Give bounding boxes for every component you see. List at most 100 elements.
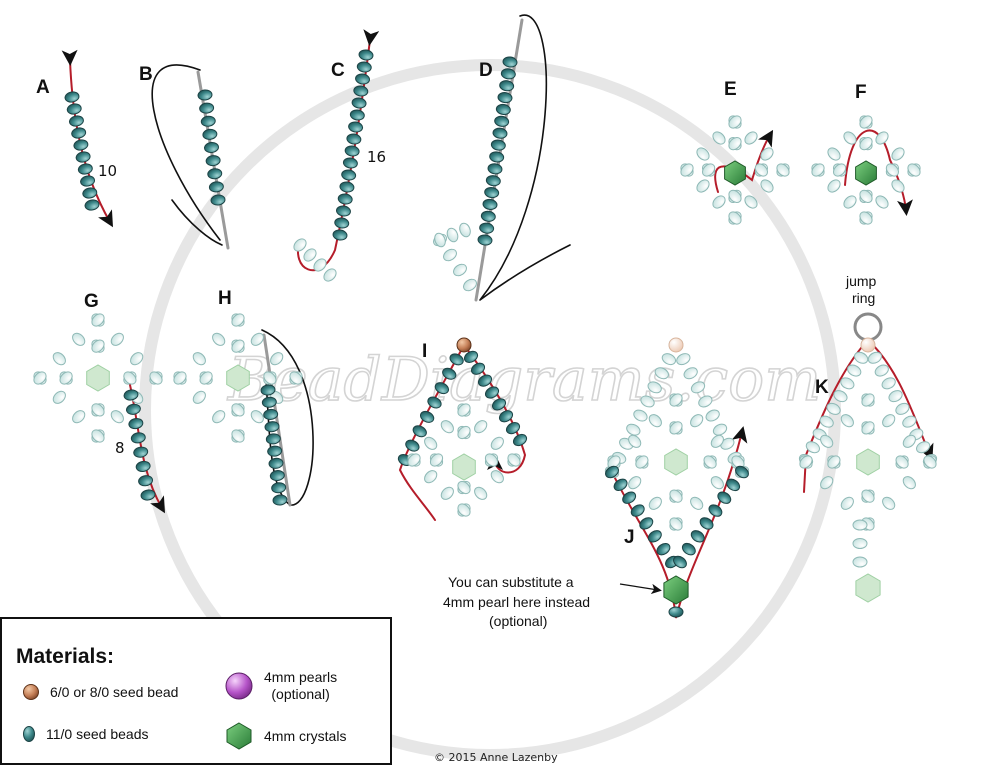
seed-bead-11 (512, 433, 528, 447)
seed-bead-11 (130, 432, 146, 444)
seed-bead-11 (267, 445, 283, 457)
seed-bead-11-light (902, 476, 916, 490)
seed-bead-11-light (457, 480, 471, 495)
seed-bead-11-light (323, 268, 337, 282)
seed-bead-11 (342, 157, 358, 169)
seed-bead-11 (205, 155, 221, 167)
crystal-faded (86, 364, 110, 392)
step-label-c: C (331, 60, 345, 81)
seed-bead-11-light (669, 517, 683, 531)
seed-bead-11-light (881, 377, 896, 390)
seed-bead-11-light (446, 227, 459, 243)
seed-bead-11 (75, 151, 91, 163)
seed-bead-11 (353, 85, 369, 97)
seed-bead-11 (419, 410, 435, 423)
seed-bead-11 (480, 210, 496, 222)
seed-bead-11-light (453, 263, 467, 277)
svg-text:You can substitute a: You can substitute a (448, 574, 574, 590)
step-label-i: I (422, 341, 427, 362)
seed-bead-11-light (840, 377, 855, 390)
seed-bead-11 (346, 133, 362, 145)
seed-bead-11 (202, 128, 218, 140)
seed-bead-11 (263, 408, 279, 420)
seed-bead-11-light (680, 163, 694, 177)
seed-bead-11 (498, 410, 514, 423)
seed-bead-11-light (888, 390, 903, 403)
count-label-a: 10 (98, 162, 117, 180)
seed-bead-11-light (840, 496, 854, 510)
material-label: 4mm crystals (264, 727, 347, 744)
seed-bead-11 (699, 517, 714, 530)
seed-bead-11-light (440, 486, 454, 500)
seed-bead-11-light (843, 195, 857, 209)
materials-legend: Materials: 6/0 or 8/0 seed bead 11/0 see… (0, 617, 392, 765)
green-crystal-icon (226, 722, 252, 750)
seed-bead-11-light (861, 393, 875, 407)
seed-bead-11-light (484, 453, 499, 467)
seed-bead-11 (140, 489, 156, 501)
seed-bead-11 (495, 103, 511, 116)
seed-bead-11-light (847, 364, 862, 377)
materials-title: Materials: (16, 645, 115, 668)
seed-bead-11 (332, 229, 348, 241)
seed-bead-11-light (710, 476, 724, 490)
step-label-e: E (724, 79, 737, 100)
seed-bead-11-light (698, 395, 713, 408)
seed-bead-11 (82, 187, 98, 199)
seed-bead-11-light (628, 434, 642, 448)
material-item: 4mm crystals (224, 721, 346, 751)
seed-bead-11 (434, 382, 450, 395)
seed-bead-11-light (263, 371, 277, 385)
seed-bead-11-light (91, 339, 105, 353)
seed-bead-11 (673, 555, 687, 569)
seed-bead-11-light (626, 423, 641, 436)
seed-bead-11 (210, 194, 226, 206)
seed-bead-11 (260, 384, 276, 396)
seed-bead-11-light (805, 441, 820, 454)
seed-bead-11 (484, 386, 500, 399)
seed-bead-11 (502, 56, 518, 68)
seed-bead-11-light (91, 403, 105, 417)
seed-bead-11-light (859, 137, 873, 151)
seed-bead-11 (500, 68, 516, 80)
teal-seed-bead-icon (23, 726, 35, 742)
seed-bead-11 (639, 517, 654, 530)
seed-bead-11-light (72, 332, 86, 346)
seed-bead-11-light (895, 402, 910, 415)
seed-bead-11 (355, 73, 370, 85)
seed-bead-11 (268, 457, 284, 469)
seed-bead-11 (334, 217, 350, 229)
seed-bead-11-light (231, 339, 245, 353)
seed-bead-11-light (270, 352, 284, 366)
seed-bead-11-light (902, 434, 916, 448)
seed-bead-11-light (647, 381, 662, 394)
step-label-d: D (479, 60, 493, 81)
seed-bead-11-light (690, 381, 706, 394)
seed-bead-11-light (490, 470, 504, 484)
seed-bead-11-light (811, 163, 825, 177)
seed-bead-11-light (728, 137, 742, 151)
seed-bead-11 (344, 145, 360, 157)
seed-bead-11 (482, 198, 498, 210)
seed-bead-11-light (683, 367, 698, 380)
seed-bead-11 (491, 398, 507, 411)
seed-bead-11 (135, 460, 151, 472)
seed-bead-11-light (52, 390, 66, 404)
seed-bead-11 (271, 482, 287, 494)
seed-bead-11-light (633, 409, 648, 422)
seed-bead-11-light (231, 429, 245, 443)
seed-bead-11 (427, 396, 442, 409)
svg-text:4mm pearl here instead: 4mm pearl here instead (443, 594, 590, 610)
seed-bead-11-light (231, 313, 245, 327)
seed-bead-11 (726, 478, 741, 492)
seed-bead-11-light (474, 486, 488, 500)
seed-bead-11-light (212, 332, 226, 346)
seed-bead-11-light (313, 258, 327, 272)
seed-bead-11-light (407, 453, 421, 467)
material-item: 11/0 seed beads (22, 725, 149, 743)
seed-bead-11 (133, 446, 149, 458)
seed-bead-11 (69, 115, 84, 127)
seed-bead-11 (647, 530, 662, 543)
svg-text:BeadDiagrams.com: BeadDiagrams.com (227, 345, 821, 415)
seed-bead-11-light (827, 455, 841, 469)
